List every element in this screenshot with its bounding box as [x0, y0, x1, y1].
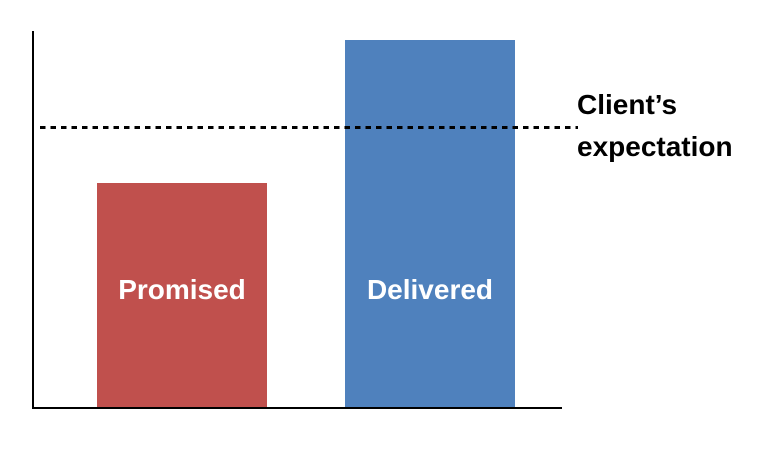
bar-label-delivered: Delivered [366, 274, 494, 305]
expectation-annotation-line2: expectation [577, 131, 733, 162]
bar-delivered [345, 40, 515, 407]
expectation-dashed-line [40, 126, 578, 129]
expectation-annotation: Client’s expectation [577, 84, 762, 168]
x-axis [32, 407, 562, 409]
expectation-annotation-line1: Client’s [577, 89, 678, 120]
bar-label-promised: Promised [118, 274, 246, 305]
y-axis [32, 31, 34, 409]
bar-promised [97, 183, 267, 407]
